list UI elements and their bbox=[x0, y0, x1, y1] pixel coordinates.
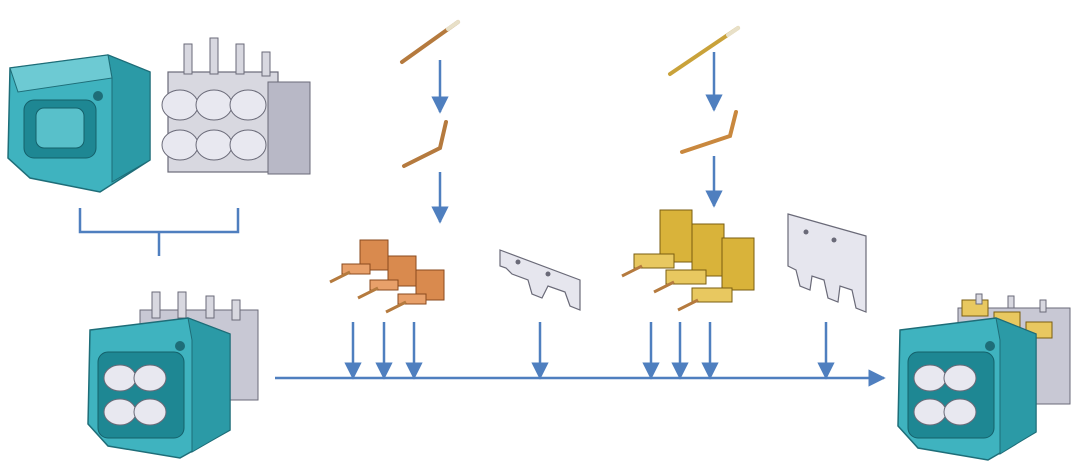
final-assembled-connector bbox=[897, 293, 1071, 461]
drop-arrows bbox=[344, 322, 835, 380]
bent-contact-pin-large bbox=[680, 110, 738, 154]
merge-bracket bbox=[78, 208, 240, 256]
connector-insert bbox=[161, 37, 311, 175]
bent-contact-pin-small bbox=[402, 120, 448, 168]
housing-insert-subassembly bbox=[87, 291, 259, 459]
terminal-modules-small bbox=[329, 239, 445, 314]
straight-contact-pin-large bbox=[668, 26, 740, 76]
terminal-modules-large bbox=[621, 209, 755, 312]
busbar-plate-small bbox=[499, 249, 581, 311]
busbar-plate-large bbox=[787, 213, 867, 313]
straight-contact-pin-small bbox=[400, 20, 460, 64]
connector-housing bbox=[7, 54, 151, 193]
